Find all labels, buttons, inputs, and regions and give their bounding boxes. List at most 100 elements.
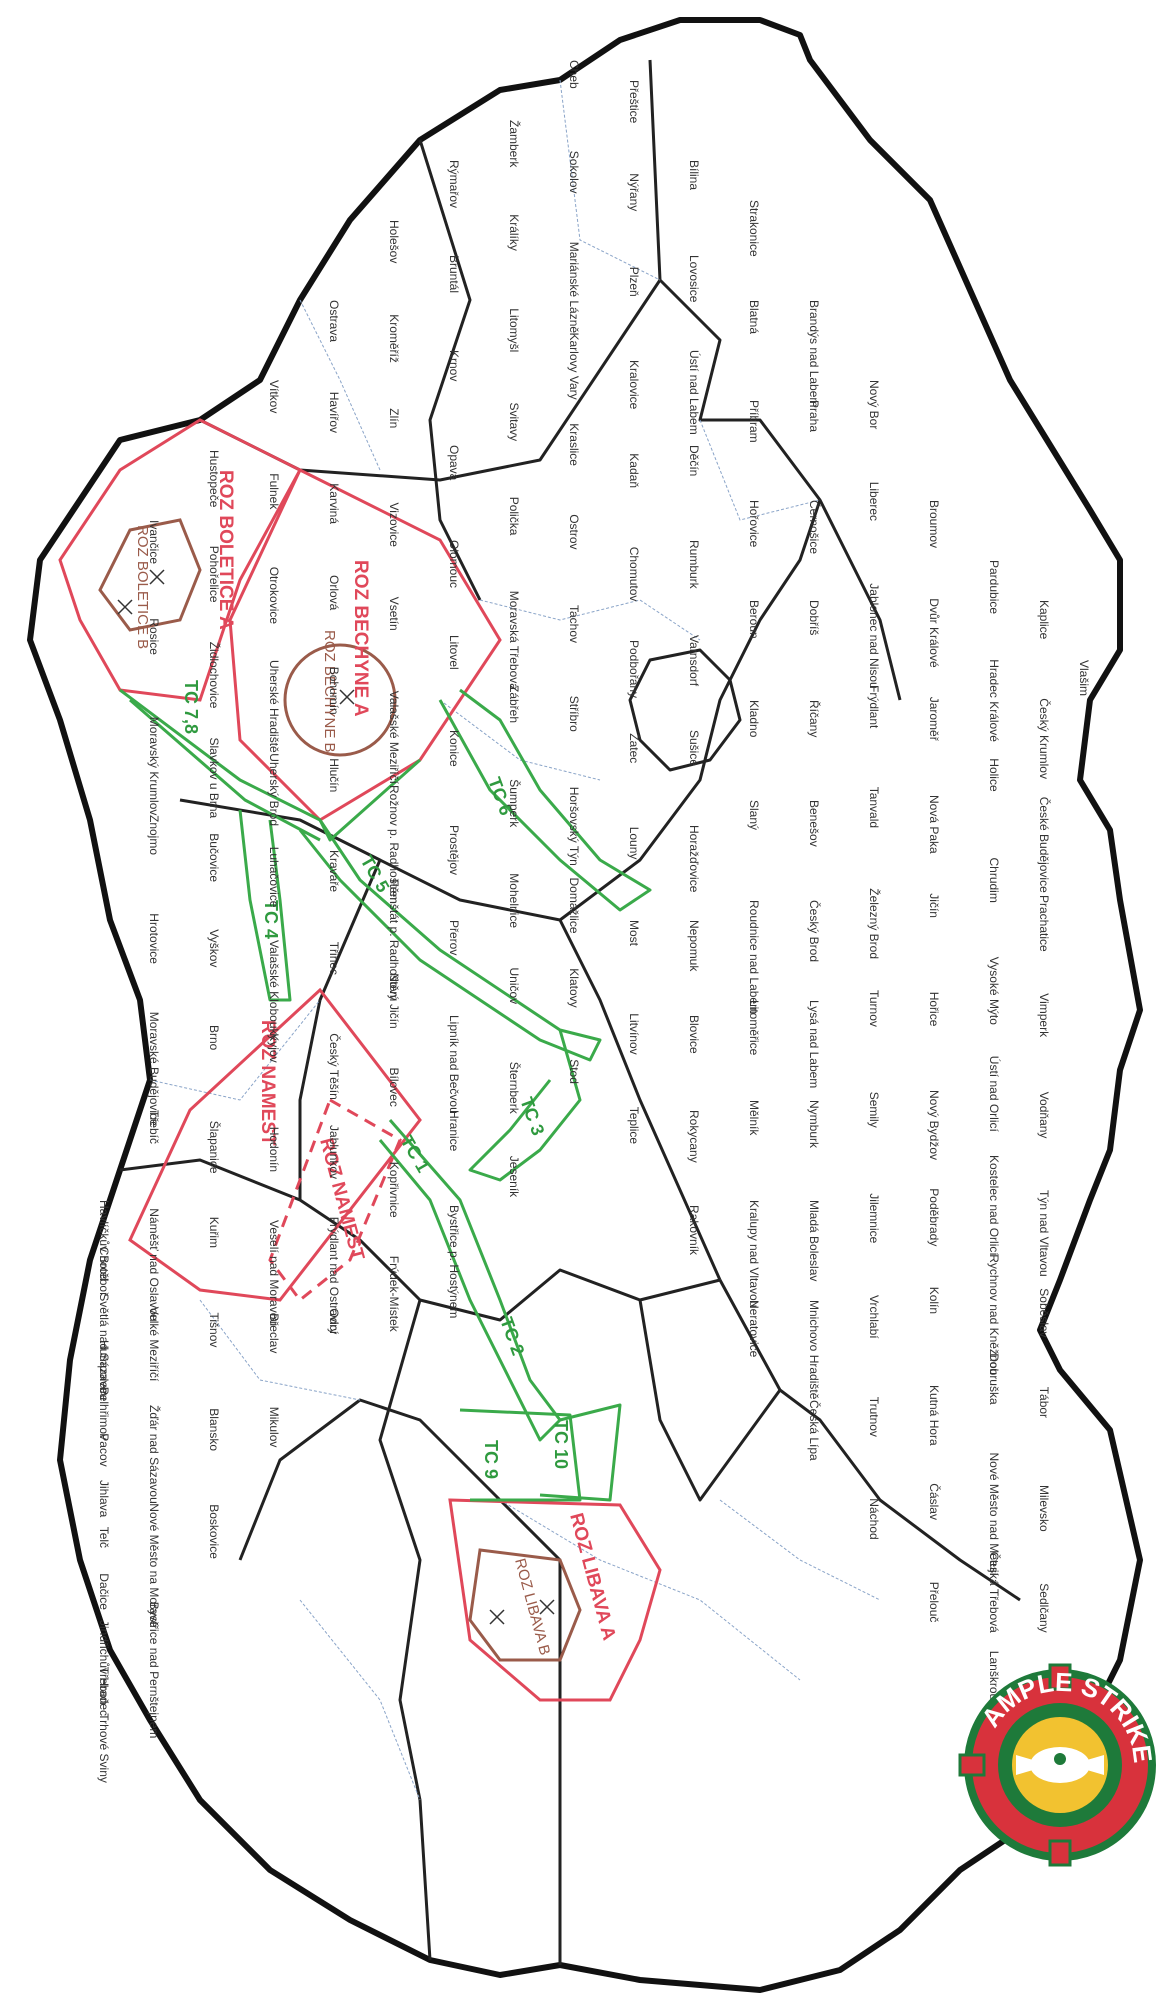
place-label: Hranice [447, 1110, 461, 1152]
place-label: Šternberk [507, 1062, 522, 1115]
place-label: Jaroměř [927, 697, 941, 742]
place-label: Břeclav [267, 1313, 281, 1353]
place-label: Orlová [327, 575, 341, 611]
place-label: Brno [207, 1025, 221, 1051]
place-label: Vlašim [1077, 660, 1091, 696]
place-label: Ostrov [567, 514, 581, 549]
place-label: Dobříš [807, 600, 821, 635]
place-label: Dvůr Králové [927, 598, 941, 668]
place-label: Pacov [97, 1433, 111, 1466]
place-label: Bohumín [327, 667, 341, 715]
place-label: Nymburk [807, 1100, 821, 1149]
place-label: Hlučín [327, 758, 341, 792]
place-label: Trhové Sviny [97, 1713, 111, 1783]
place-label: Ústí nad Orlicí [987, 1056, 1002, 1133]
place-label: Třinec [327, 942, 341, 975]
place-label: Bystřice p. Hostýnem [447, 1205, 461, 1318]
place-label: Tišnov [207, 1313, 221, 1348]
place-label: Havlíčkův Brod [97, 1200, 111, 1281]
place-label: Cheb [567, 60, 581, 89]
place-label: Bruntál [447, 255, 461, 293]
place-label: Jindřichův Hradec [97, 1620, 111, 1716]
label-tc-1: TC 1 [397, 1132, 434, 1176]
place-label: Vimperk [1037, 993, 1051, 1038]
place-label: Klatovy [567, 968, 581, 1007]
place-label: Nové Město na Moravě [147, 1503, 161, 1627]
place-label: České Budějovice [1037, 797, 1052, 893]
place-label: Dobruška [987, 1353, 1001, 1405]
place-label: Vsetín [387, 597, 401, 631]
place-label: Hodonín [267, 1127, 281, 1172]
place-label: Kadaň [627, 453, 641, 488]
place-label: Rumburk [687, 540, 701, 590]
place-label: Milevsko [1037, 1485, 1051, 1532]
place-label: Kopřivnice [387, 1162, 401, 1218]
place-label: Český Těšín [327, 1033, 342, 1099]
place-label: Louny [627, 827, 641, 860]
place-label: Stod [567, 1059, 581, 1084]
place-label: Kolín [927, 1287, 941, 1314]
place-label: Mladá Boleslav [807, 1200, 821, 1281]
label-tc-10: TC 10 [551, 1420, 571, 1469]
place-label: Beroun [747, 600, 761, 639]
place-label: Nová Paka [927, 795, 941, 854]
place-label: Praha [807, 400, 821, 432]
place-label: Kroměříž [387, 314, 401, 363]
place-label: Bílina [687, 160, 701, 190]
district-lines [149, 79, 881, 1801]
place-label: Horšovský Týn [567, 787, 581, 866]
place-label: Dačice [97, 1573, 111, 1610]
place-label: Vyškov [207, 929, 221, 967]
place-label: Sušice [687, 730, 701, 766]
place-label: Strakonice [747, 200, 761, 257]
place-label: Bílovec [387, 1068, 401, 1107]
label-tc-7-8: TC 7,8 [181, 680, 201, 734]
place-label: Stříbro [567, 696, 581, 732]
place-label: Česká Třebová [987, 1552, 1002, 1633]
place-label: Přelouč [927, 1582, 941, 1623]
place-label: Mariánské Lázně [567, 242, 581, 334]
place-label: Svitavy [507, 403, 521, 442]
place-label: Olomouc [447, 540, 461, 588]
place-label: Lovosice [687, 255, 701, 303]
place-label: Slavkov u Brna [207, 738, 221, 819]
place-label: Pohořelice [207, 546, 221, 603]
place-label: Chotěboř [97, 1247, 111, 1297]
roz-libava-b-zone [468, 1548, 582, 1662]
place-label: Broumov [927, 500, 941, 548]
place-label: Kostelec nad Orlicí [987, 1155, 1001, 1256]
place-label: Králíky [507, 214, 521, 251]
place-label: Karlovy Vary [567, 333, 581, 400]
place-label: Žamberk [507, 120, 522, 168]
place-label: Mnichovo Hradiště [807, 1300, 821, 1400]
place-label: Zábřeh [507, 685, 521, 723]
roz-bechyne-a-zone [228, 467, 502, 822]
place-label: Most [627, 920, 641, 947]
place-label: Týn nad Vltavou [1037, 1190, 1051, 1277]
place-label: Vizovice [387, 503, 401, 548]
place-label: Kraslice [567, 423, 581, 466]
place-label: Zlín [387, 408, 401, 428]
place-label: Uherské Hradiště [267, 660, 281, 753]
place-label: Příbram [747, 400, 761, 443]
place-label: Tachov [567, 605, 581, 643]
label-roz-boletice-b: ROZ BOLETICE B [134, 525, 151, 649]
place-label: Opava [447, 445, 461, 481]
place-label: Liberec [867, 482, 881, 521]
place-label: Roudnice nad Labem [747, 900, 761, 1014]
place-label: Uničov [507, 968, 521, 1005]
place-label: Hořovice [747, 500, 761, 548]
place-label: Sedlčany [1037, 1583, 1051, 1632]
place-label: Uherský Brod [267, 753, 281, 826]
place-label: Jilemnice [867, 1193, 881, 1243]
place-label: Pelhřimov [97, 1387, 111, 1440]
place-label: Český Brod [807, 900, 822, 962]
place-label: Havířov [327, 392, 341, 433]
place-label: Děčín [687, 445, 701, 476]
place-label: Vysoké Mýto [987, 957, 1001, 1026]
place-label: Moravské Budějovice [147, 1012, 161, 1126]
label-roz-bechyne-a: ROZ BECHYNE A [350, 560, 371, 717]
place-label: Benešov [807, 800, 821, 847]
place-label: Prostějov [447, 825, 461, 875]
